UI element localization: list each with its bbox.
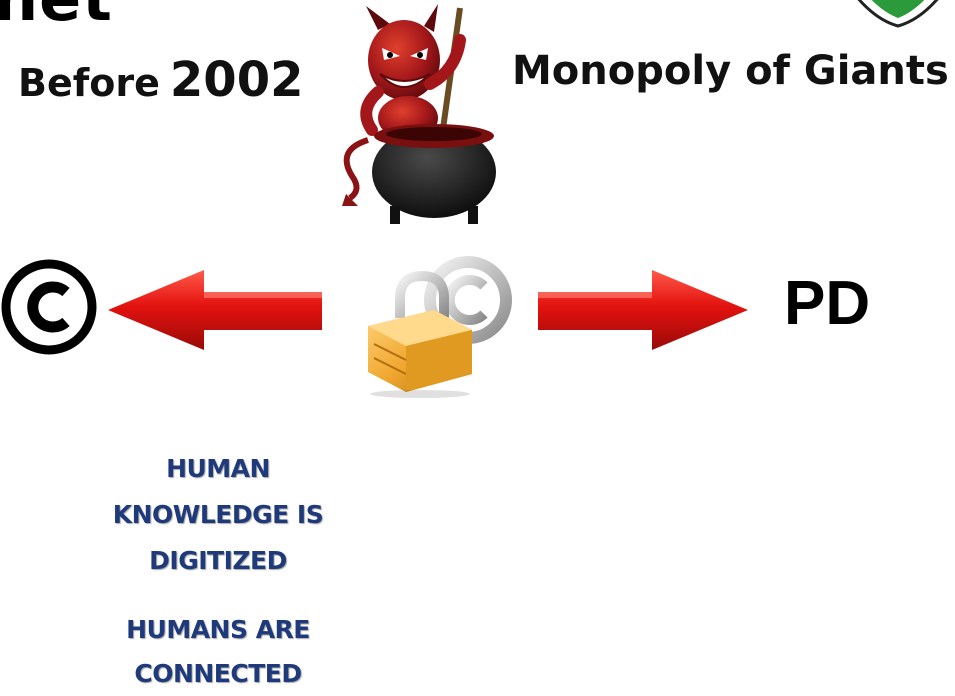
caption-humans-connected: HUMANS ARE CONNECTED <box>70 608 366 696</box>
caption-knowledge-digitized: HUMAN KNOWLEDGE IS DIGITIZED <box>70 446 366 584</box>
heading-fragment: net <box>0 0 113 35</box>
left-arrow-icon <box>108 270 322 350</box>
pd-label: PD <box>784 269 871 338</box>
caption-line: CONNECTED <box>134 659 302 688</box>
monopoly-label: Monopoly of Giants <box>512 48 949 94</box>
copyright-icon <box>1 259 97 355</box>
caption-line: HUMANS ARE <box>126 615 310 644</box>
devil-image <box>342 4 496 224</box>
caption-line: HUMAN <box>166 454 270 483</box>
caption-line: DIGITIZED <box>149 546 287 575</box>
right-arrow-icon <box>538 270 748 350</box>
padlock-copyright-icon <box>368 256 512 398</box>
before-label: Before <box>18 61 160 105</box>
shield-icon <box>857 0 939 28</box>
caption-line: KNOWLEDGE IS <box>112 500 324 529</box>
year-label: 2002 <box>169 52 304 108</box>
